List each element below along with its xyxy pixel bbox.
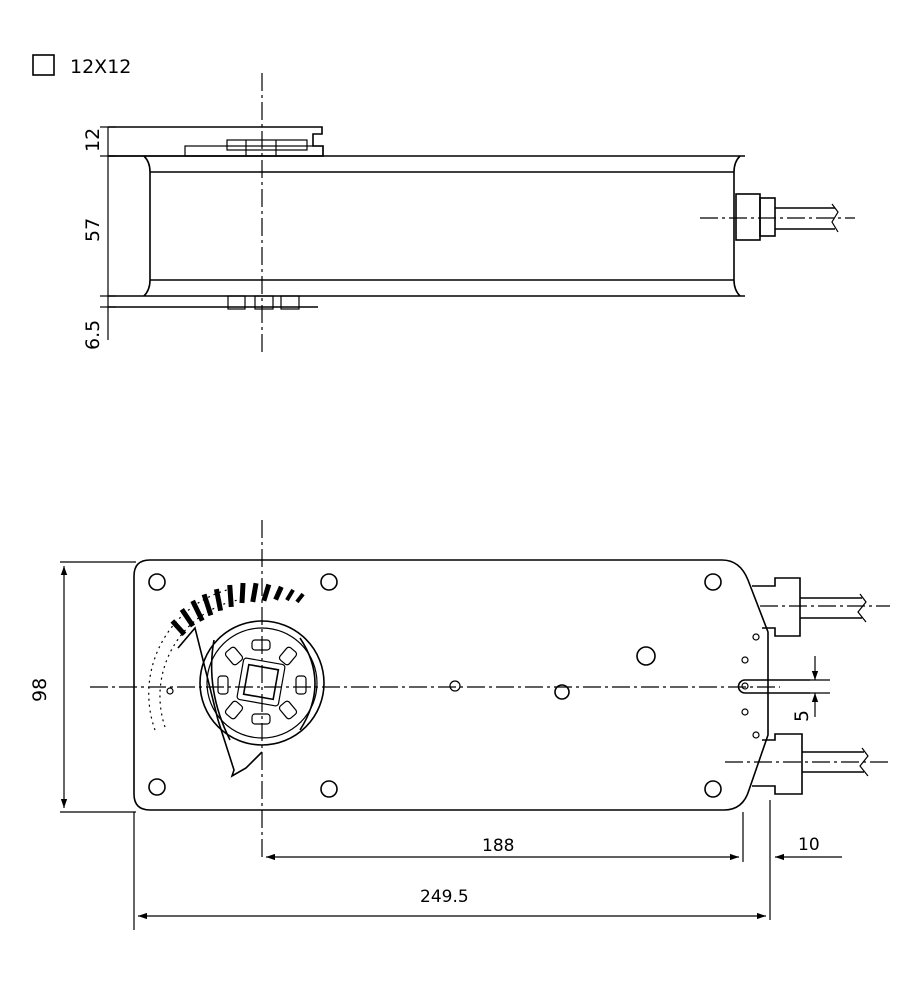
body-outline <box>108 155 745 297</box>
housing-outline <box>133 559 769 811</box>
mount-hole <box>148 573 166 591</box>
lever-plate <box>177 626 263 778</box>
shaft-clamp-top <box>184 145 324 157</box>
dim-cable-offset: 10 <box>798 835 820 855</box>
cable-gland <box>735 193 761 241</box>
legend-label: 12X12 <box>70 56 131 78</box>
dim-hole: 5 <box>791 710 813 722</box>
dim-bottom: 6.5 <box>82 320 104 350</box>
dim-overall-length: 249.5 <box>420 887 469 907</box>
plan-view: 98 5 188 10 249.5 <box>29 520 890 930</box>
mount-hole <box>320 780 338 798</box>
mount-hole <box>704 573 722 591</box>
mount-hole <box>320 573 338 591</box>
square-icon <box>32 54 55 76</box>
hub-slots <box>217 639 307 725</box>
legend: 12X12 <box>32 54 131 78</box>
dim-body: 57 <box>82 218 104 242</box>
scale-ticks <box>170 582 305 637</box>
shaft-clamp-boss <box>226 139 308 151</box>
cable-gland-bottom <box>725 733 890 795</box>
dim-top: 12 <box>82 128 104 152</box>
cable-gland-top <box>752 577 890 637</box>
mount-hole <box>704 780 722 798</box>
side-view: 12 57 6.5 <box>82 73 855 352</box>
mount-hole <box>148 778 166 796</box>
top-plate <box>108 126 324 157</box>
dim-center-offset: 188 <box>482 836 514 856</box>
dim-height: 98 <box>29 678 51 702</box>
shaft-square <box>242 663 280 701</box>
position-scale <box>148 587 236 731</box>
